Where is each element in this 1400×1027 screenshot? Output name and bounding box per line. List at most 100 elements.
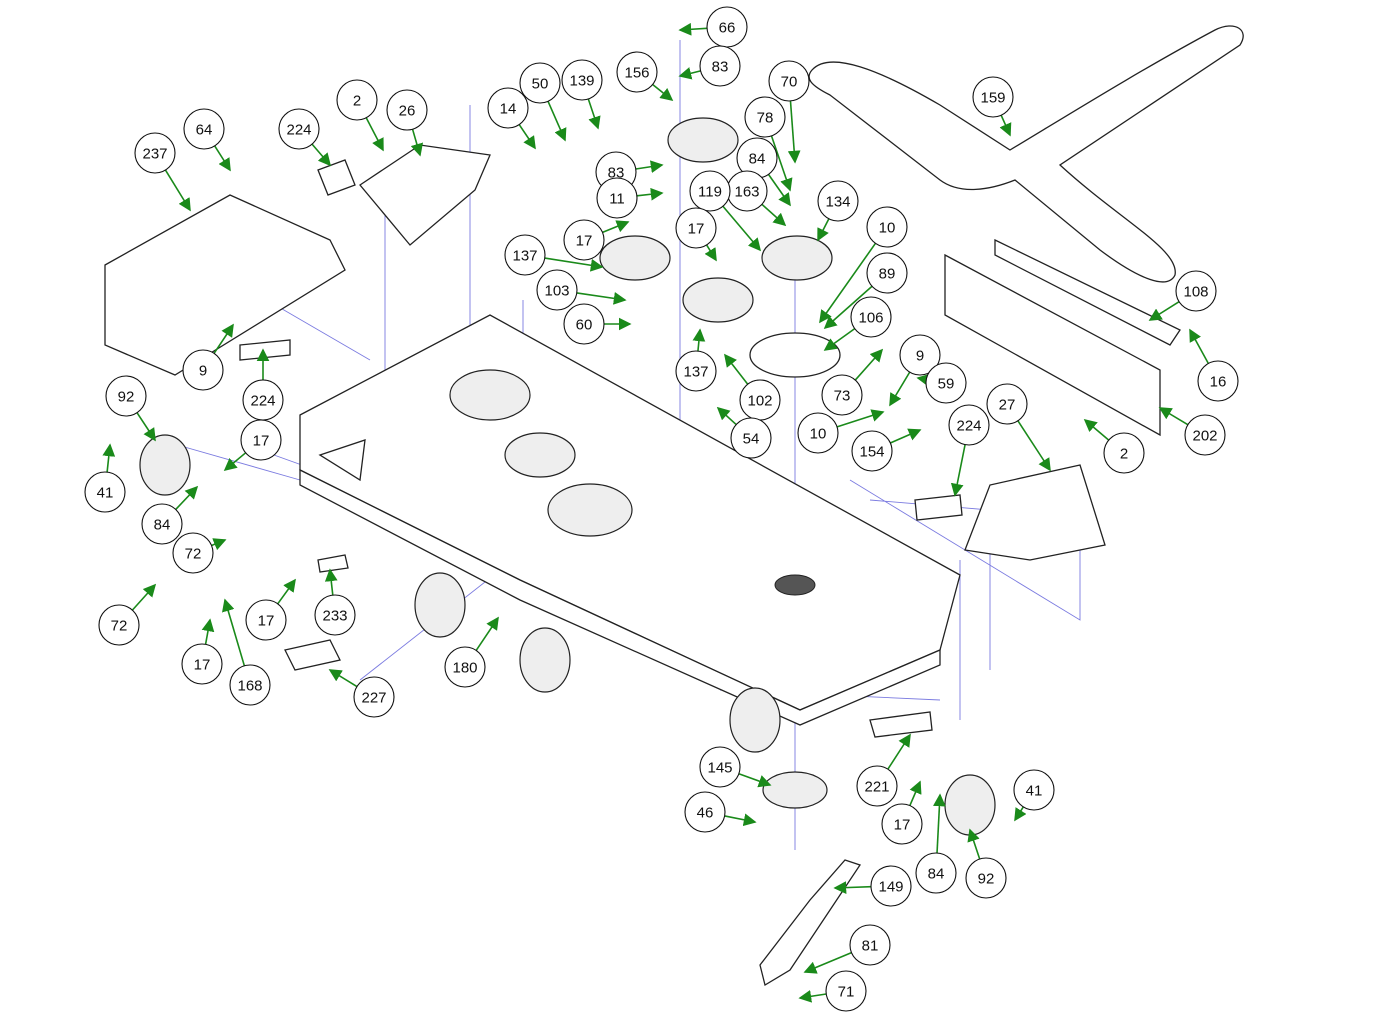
leader-arrow: [475, 616, 499, 651]
deflector-and-shields: [104, 144, 1181, 561]
callout-number: 27: [999, 397, 1016, 414]
callout-156: 156: [616, 51, 674, 101]
callout-number: 108: [1183, 284, 1208, 301]
leader-arrow: [916, 373, 931, 387]
callout-number: 92: [978, 871, 995, 888]
callout-number: 66: [719, 20, 736, 37]
leader-arrow: [823, 285, 873, 330]
callout-number: 137: [683, 364, 708, 381]
callout-27: 27: [986, 383, 1051, 472]
callout-circle: [314, 594, 356, 636]
leader-arrow: [724, 353, 749, 385]
callout-circle: [866, 206, 908, 248]
pulley-right: [547, 483, 633, 537]
callout-number: 54: [743, 431, 760, 448]
callout-number: 83: [712, 59, 729, 76]
callout-circle: [689, 170, 731, 212]
callout-number: 102: [747, 393, 772, 410]
callout-circle: [84, 471, 126, 513]
callout-circle: [487, 87, 529, 129]
callout-159: 159: [972, 76, 1014, 137]
leader-arrow: [836, 409, 885, 428]
callout-137: 137: [675, 328, 717, 392]
callout-119: 119: [689, 170, 762, 252]
callout-84: 84: [141, 485, 199, 545]
callout-circle: [866, 252, 908, 294]
callout-circle: [850, 296, 892, 338]
callout-circle: [684, 791, 726, 833]
callout-circle: [353, 676, 395, 718]
leader-arrow: [724, 813, 757, 827]
callout-54: 54: [716, 406, 772, 459]
leader-arrow: [704, 244, 717, 262]
callout-circle: [986, 383, 1028, 425]
callout-number: 224: [250, 393, 275, 410]
leader-arrow: [136, 412, 156, 442]
callout-number: 78: [757, 110, 774, 127]
callout-number: 17: [576, 233, 593, 250]
callout-circle: [181, 643, 223, 685]
callout-227: 227: [328, 669, 395, 718]
leader-arrow: [889, 371, 911, 407]
callout-106: 106: [823, 296, 892, 351]
callout-circle: [278, 108, 320, 150]
callout-circle: [134, 132, 176, 174]
callout-number: 89: [879, 266, 896, 283]
callout-number: 11: [609, 191, 625, 208]
callout-circle: [797, 412, 839, 454]
callout-number: 16: [1210, 374, 1227, 391]
callout-circle: [386, 89, 428, 131]
callout-circle: [881, 803, 923, 845]
callout-number: 106: [858, 310, 883, 327]
leader-arrow: [967, 828, 981, 860]
leader-arrow: [410, 128, 424, 157]
callout-11: 11: [596, 177, 664, 219]
leader-arrow: [328, 669, 358, 688]
callout-145: 145: [699, 746, 772, 788]
leader-arrow: [817, 218, 830, 242]
callout-number: 134: [825, 194, 850, 211]
callout-134: 134: [817, 180, 859, 242]
callout-number: 72: [111, 618, 128, 635]
leader-arrow: [547, 100, 567, 142]
callout-number: 59: [938, 376, 955, 393]
callout-number: 14: [500, 101, 517, 118]
callout-circle: [768, 60, 810, 102]
callout-149: 149: [833, 865, 912, 907]
callout-circle: [856, 765, 898, 807]
callout-circle: [616, 51, 658, 93]
small-decals: [239, 159, 963, 738]
leader-arrow: [761, 203, 787, 227]
callout-139: 139: [561, 59, 603, 130]
callout-237: 237: [134, 132, 191, 212]
leader-arrow: [722, 205, 762, 252]
mower-deck: [299, 314, 961, 726]
leader-arrow: [211, 538, 227, 551]
callout-17: 17: [181, 618, 223, 685]
leader-arrow: [823, 328, 856, 351]
pulley-center: [504, 432, 576, 478]
callout-163: 163: [726, 170, 787, 227]
callout-154: 154: [851, 428, 922, 472]
callout-60: 60: [563, 303, 632, 345]
callout-number: 103: [544, 283, 569, 300]
callout-89: 89: [823, 252, 908, 330]
callout-233: 233: [314, 568, 356, 636]
callout-17: 17: [223, 419, 282, 472]
callout-circle: [1103, 432, 1145, 474]
callout-number: 2: [1120, 446, 1128, 463]
callout-50: 50: [519, 62, 567, 142]
callout-number: 17: [258, 613, 275, 630]
leader-arrow: [678, 22, 708, 36]
leader-arrow: [214, 145, 231, 172]
callouts: 6683156139501470159226224642377884163119…: [84, 6, 1239, 1012]
callout-102: 102: [724, 353, 781, 421]
callout-circle: [536, 269, 578, 311]
callout-circle: [172, 532, 214, 574]
leader-arrow: [950, 444, 966, 497]
callout-number: 84: [749, 151, 766, 168]
leader-arrow: [131, 583, 157, 611]
leader-arrow: [1148, 300, 1180, 321]
callout-46: 46: [684, 791, 757, 833]
leader-arrow: [324, 568, 338, 596]
